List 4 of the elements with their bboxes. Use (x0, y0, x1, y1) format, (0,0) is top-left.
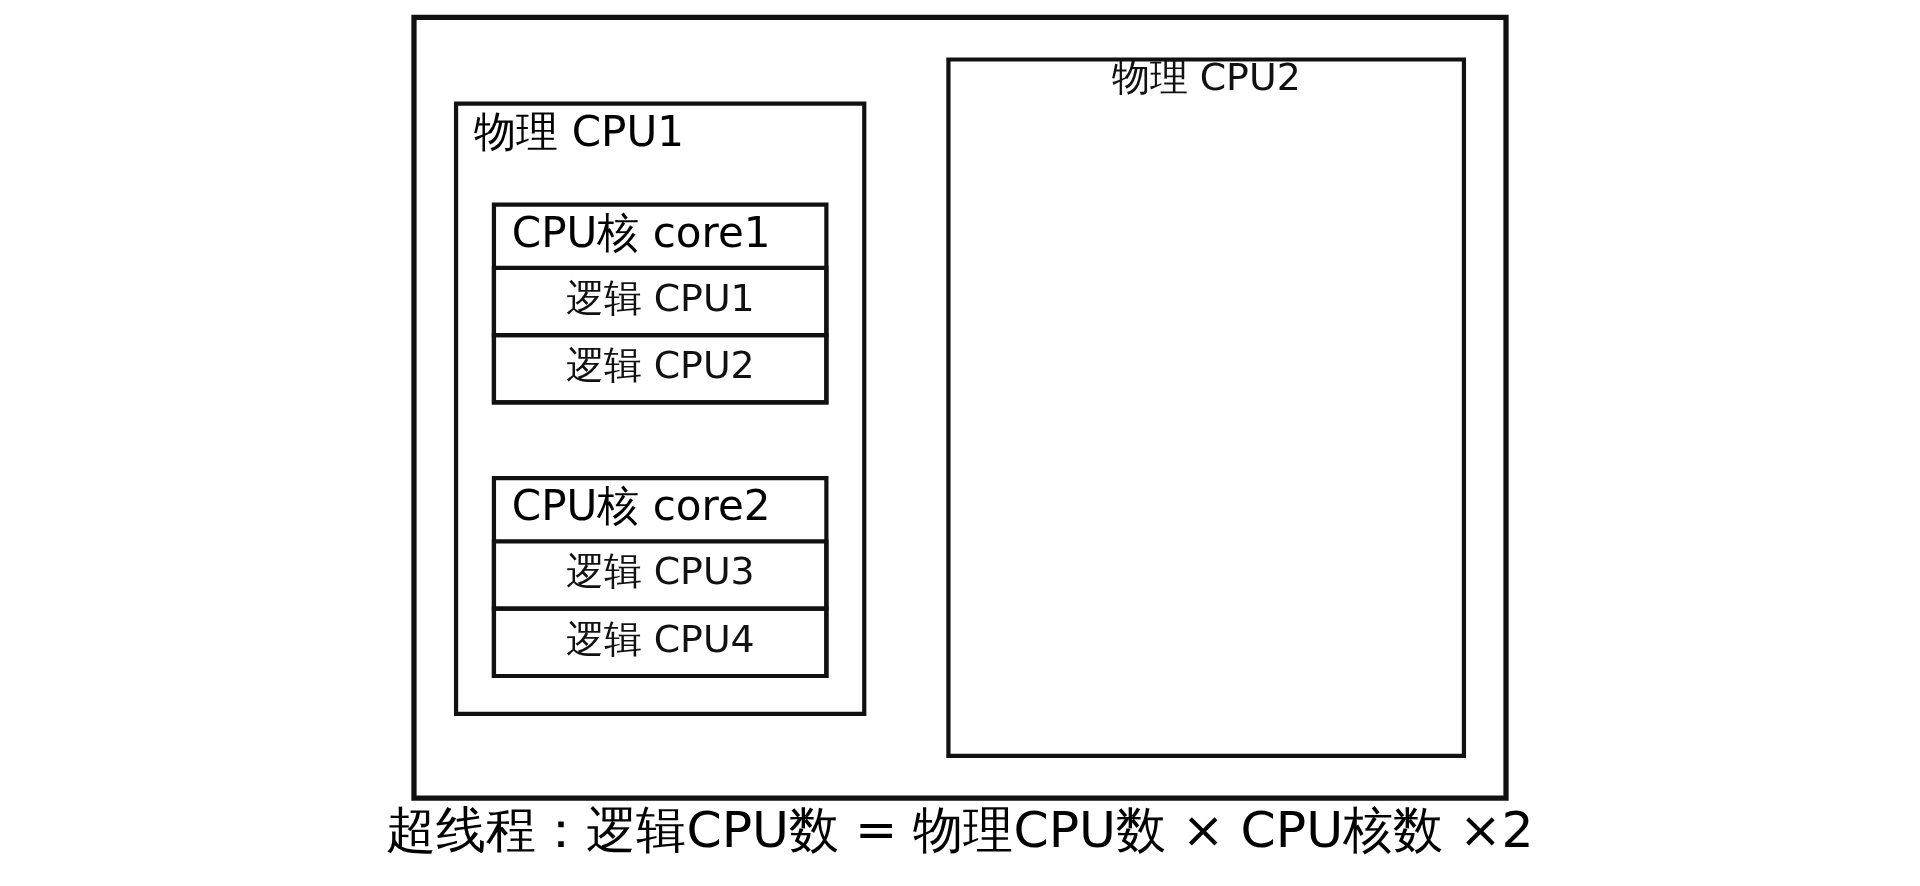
cluster (411, 14, 1509, 801)
caption: 超线程：逻辑CPU数 = 物理CPU数 × CPU核数 ×2 (386, 799, 1534, 859)
node-box: 逻辑 CPU2 (491, 332, 829, 405)
node-box: 逻辑 CPU4 (491, 606, 829, 678)
